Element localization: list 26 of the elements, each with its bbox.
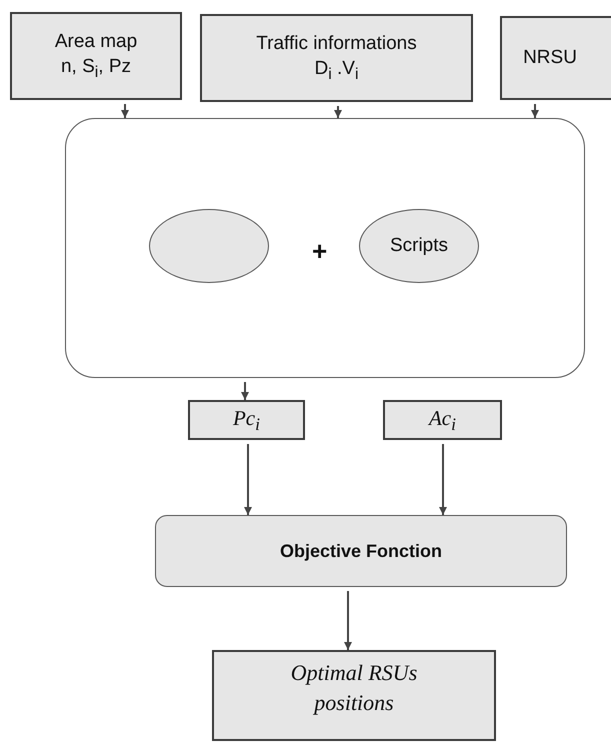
process-box [212, 650, 496, 741]
process-box [155, 515, 567, 587]
arrow [121, 104, 129, 118]
process-box [200, 14, 473, 102]
arrow [334, 106, 342, 118]
node-label: Area map [54, 30, 138, 54]
node-label: n, S$_{i}$, Pz [60, 55, 132, 84]
node-label: Ac$_{i}$ [428, 404, 456, 436]
node-label: Objective Fonction [280, 540, 442, 563]
node-label: Optimal RSUs positions [290, 659, 418, 717]
process-box [500, 16, 611, 100]
arrow [439, 444, 447, 515]
node-label: Pc$_{i}$ [232, 404, 260, 436]
plus-sign: + [312, 236, 328, 267]
node-label: Scripts [390, 234, 448, 258]
node-label: NRSU [523, 46, 577, 70]
arrow [244, 444, 252, 515]
process-box [383, 400, 502, 440]
process-box [188, 400, 305, 440]
arrow [241, 382, 249, 400]
node-label: D$_{i}$ .V$_{i}$ [314, 57, 359, 86]
arrow [531, 104, 539, 118]
arrow [344, 591, 352, 650]
node-label: Traffic informations [256, 32, 417, 56]
process-group-box [65, 118, 585, 378]
process-box [10, 12, 182, 100]
